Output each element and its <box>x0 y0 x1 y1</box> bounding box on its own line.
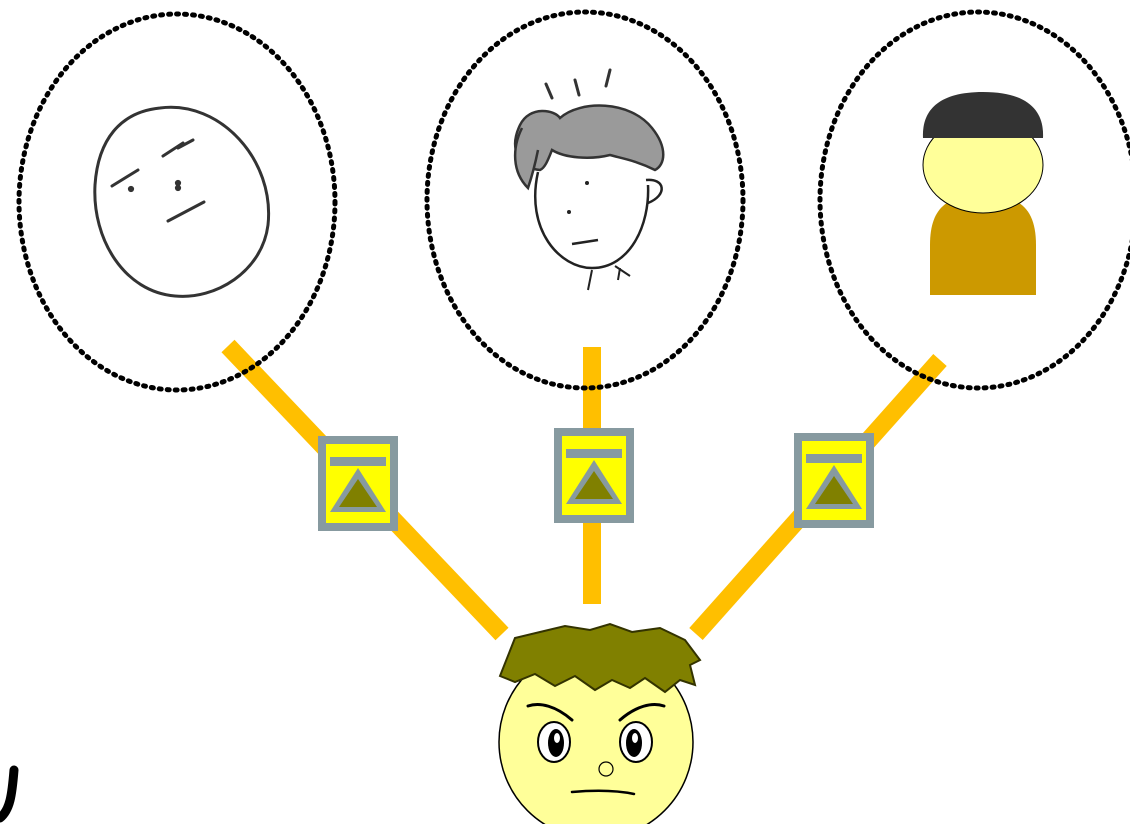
partial-curve-mark <box>0 765 19 823</box>
person-with-cap-icon <box>922 92 1044 295</box>
oval-sketch-face-icon <box>93 105 271 298</box>
node-circles <box>16 9 1130 393</box>
node-circle-right <box>817 9 1130 391</box>
gate-symbol-icon <box>794 433 874 528</box>
gate-symbol-icon <box>318 436 398 531</box>
node-circle-middle <box>424 9 746 391</box>
boy-face-icon <box>498 622 702 824</box>
node-circle-left <box>16 11 338 393</box>
girl-ponytail-sketch-icon <box>513 68 665 291</box>
gate-symbol-icon <box>554 428 634 523</box>
